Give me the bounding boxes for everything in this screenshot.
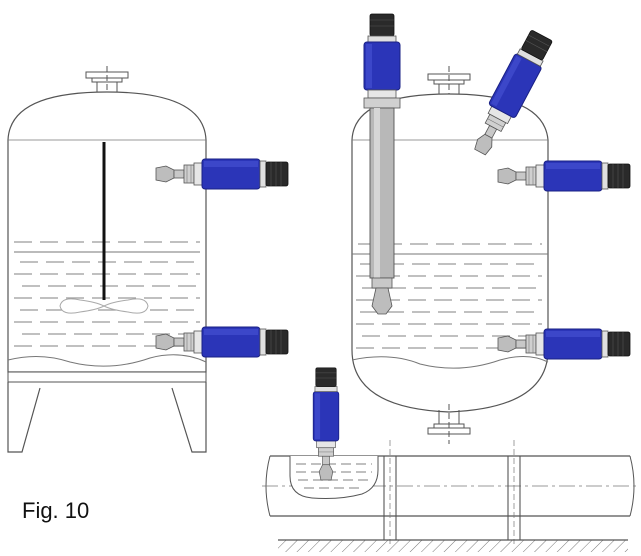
right-tank-long-probe-sensor <box>363 13 401 315</box>
left-tank-liquid <box>14 241 200 347</box>
left-tank-agitator <box>59 142 149 314</box>
right-tank-bottom-nozzle <box>427 404 471 444</box>
left-tank <box>7 66 289 453</box>
pipe-section <box>262 440 640 552</box>
left-tank-shell <box>7 91 207 373</box>
left-tank-leg-right <box>171 382 207 453</box>
ground-hatch <box>278 540 628 552</box>
figure-label: Fig. 10 <box>22 498 90 523</box>
left-tank-leg-left <box>7 382 41 453</box>
right-tank <box>351 13 631 444</box>
